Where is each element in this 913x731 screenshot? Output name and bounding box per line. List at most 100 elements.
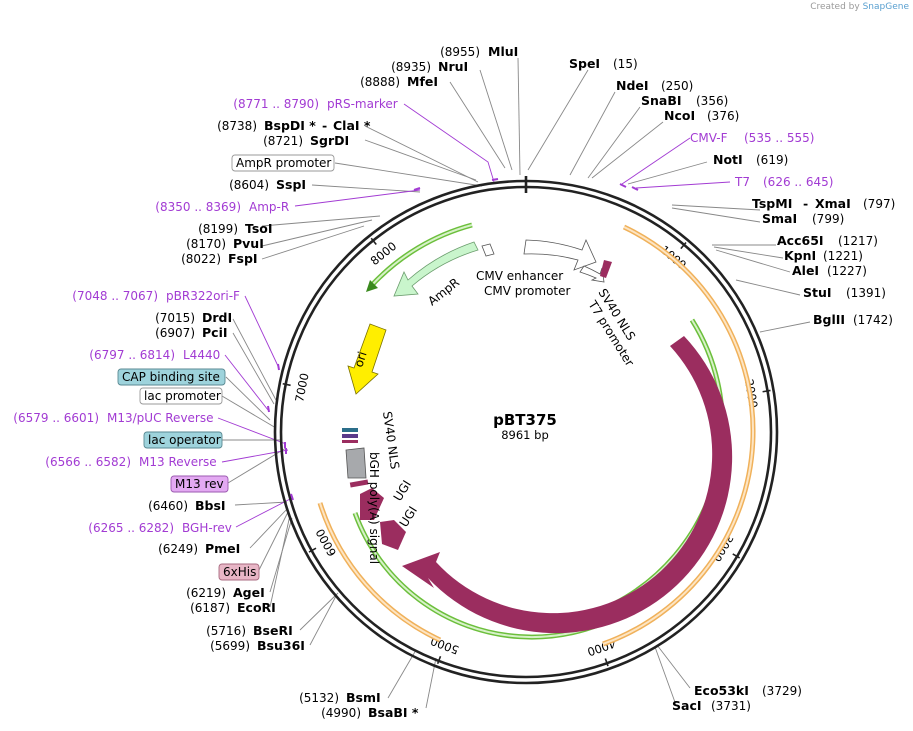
bgh-label: bGH poly(A) signal [367, 452, 381, 564]
primer-range-m13rev: (6566 .. 6582) [45, 455, 131, 469]
primer-range-prs: (8771 .. 8790) [233, 97, 319, 111]
cas9-label: Cas9 [621, 532, 650, 564]
cap-label: CAP binding site [122, 370, 220, 384]
enzyme-num-bspdi: (8738) [217, 119, 257, 133]
enzyme-name-bseri: BseRI [253, 623, 293, 638]
bgh-feature [345, 447, 367, 479]
enzyme-name-saci: SacI [672, 698, 702, 713]
ugi-1-feature [360, 488, 384, 520]
lac-promoter-label: lac promoter [144, 389, 221, 403]
enzyme-num-kpni: (1221) [823, 249, 863, 263]
enzyme-num-spei: (15) [613, 57, 638, 71]
enzyme-name-bspdi: BspDI * [264, 118, 316, 133]
enzyme-num-bbsi: (6460) [148, 499, 188, 513]
primer-range-m13puc: (6579 .. 6601) [13, 411, 99, 425]
enzyme-name-tspmi: TspMI [752, 196, 792, 211]
enzyme-name-tsoi: TsoI [245, 221, 273, 236]
scale-tick-mark [680, 241, 687, 250]
enzyme-num-agei: (6219) [186, 586, 226, 600]
enzyme-num-tsoi: (8199) [198, 222, 238, 236]
enzyme-name-sspi: SspI [276, 177, 306, 192]
enzyme-dash-bspdi: - [322, 118, 327, 133]
sv40-nls-b-label: SV40 NLS [380, 410, 402, 470]
enzyme-num-alei: (1227) [827, 264, 867, 278]
credit-prefix: Created by [810, 2, 860, 12]
enzyme-name-eco53ki: Eco53kI [694, 683, 749, 698]
enzyme-num-fspi: (8022) [181, 252, 221, 266]
primer-name-t7: T7 [734, 175, 750, 189]
enzyme-num-pvui: (8170) [186, 237, 226, 251]
ugi-2-feature [380, 520, 406, 550]
primer-name-ampr: Amp-R [249, 200, 289, 214]
scale-tick-label: 7000 [292, 372, 311, 403]
primer-name-prs: pRS-marker [327, 97, 398, 111]
ampr-promoter-label: AmpR promoter [236, 156, 331, 170]
cmv-promoter-feature [579, 265, 605, 283]
enzyme-num-sspi: (8604) [229, 178, 269, 192]
enzyme-name-fspi: FspI [228, 251, 258, 266]
enzyme-num-bsmi: (5132) [299, 691, 339, 705]
m13-rev-box [170, 475, 229, 493]
enzyme-num-mlui: (8955) [440, 45, 480, 59]
primer-range-pbr: (7048 .. 7067) [72, 289, 158, 303]
enzyme-num-sgrdi: (8721) [263, 134, 303, 148]
enzyme-num-ndei: (250) [661, 79, 693, 93]
m13-rev-label: M13 rev [175, 477, 224, 491]
enzyme-name-agei: AgeI [233, 585, 265, 600]
enzyme-num-pmei: (6249) [158, 542, 198, 556]
primer-range-cmvf: (535 .. 555) [744, 131, 814, 145]
enzyme-name-sgrdi: SgrDI [310, 133, 349, 148]
enzyme-name-bsmi: BsmI [346, 690, 381, 705]
primer-range-bghrev: (6265 .. 6282) [88, 521, 174, 535]
his-box [218, 563, 260, 581]
lac-operator-mark [342, 428, 358, 432]
enzyme-num-stui: (1391) [846, 286, 886, 300]
primer-name-pbr: pBR322ori-F [166, 289, 240, 303]
primer-range-t7: (626 .. 645) [763, 175, 833, 189]
enzyme-name-kpni: KpnI [784, 248, 816, 263]
orf-arc-1-inner [602, 226, 754, 645]
enzyme-name-pmei: PmeI [205, 541, 240, 556]
enzyme-name-bbsi: BbsI [195, 498, 226, 513]
enzyme-num-tspmi: (797) [863, 197, 895, 211]
primer-name-cmvf: CMV-F [690, 131, 728, 145]
enzyme-name-pcii: PciI [202, 325, 228, 340]
ori-label: ori [352, 350, 370, 369]
enzyme-name-smai: SmaI [762, 211, 797, 226]
orf-green-3-inner [371, 224, 473, 286]
plasmid-length: 8961 bp [501, 428, 549, 442]
enzyme-num-bseri: (5716) [206, 624, 246, 638]
enzyme-name-bsu36i: Bsu36I [257, 638, 305, 653]
primer-name-m13rev: M13 Reverse [139, 455, 217, 469]
enzyme-name-ndei: NdeI [616, 78, 649, 93]
cas9-feature [402, 336, 733, 634]
his-label: 6xHis [223, 565, 256, 579]
m13-mark [342, 434, 358, 438]
ugi-1-label: UGI [391, 478, 414, 504]
enzyme-num-ncoi: (376) [707, 109, 739, 123]
ampr-promoter-feature [481, 243, 495, 257]
scale-tick-mark [762, 389, 771, 393]
enzyme-num-snabi: (356) [696, 94, 728, 108]
enzyme-num-eco53ki: (3729) [762, 684, 802, 698]
enzyme-name-mfei: MfeI [407, 74, 438, 89]
enzyme-name-mlui: MluI [488, 44, 518, 59]
scale-tick-mark [370, 237, 377, 245]
enzyme-num-bsabi: (4990) [321, 706, 361, 720]
ampr-promoter-box [231, 154, 335, 172]
orf-arrowhead-3 [366, 280, 378, 292]
enzyme-name-snabi: SnaBI [641, 93, 682, 108]
enzyme-name-pvui: PvuI [233, 236, 264, 251]
enzyme-extra-xmai: XmaI [815, 196, 851, 211]
snapgene-logo: SnapGene [862, 2, 909, 12]
primer-name-m13puc: M13/pUC Reverse [107, 411, 214, 425]
orf-arc-2-inner [319, 502, 441, 641]
lac-promoter-box [139, 387, 223, 405]
enzyme-num-noti: (619) [756, 153, 788, 167]
enzyme-num-ecori: (6187) [190, 601, 230, 615]
cmv-enhancer-label: CMV enhancer [476, 269, 563, 283]
enzyme-extra-clai: ClaI * [333, 118, 371, 133]
ori-feature [347, 323, 387, 395]
ampr-feature [393, 241, 479, 297]
